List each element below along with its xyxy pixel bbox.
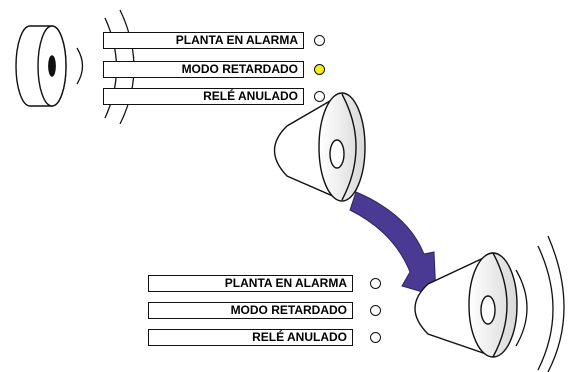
bottom-label-planta-en-alarma: PLANTA EN ALARMA <box>148 275 353 292</box>
bottom-label-rele-anulado: RELÉ ANULADO <box>148 329 353 346</box>
horn-speaker-lower-icon <box>414 252 518 358</box>
top-label-rele-anulado: RELÉ ANULADO <box>103 88 304 105</box>
top-label-modo-retardado: MODO RETARDADO <box>103 61 304 78</box>
transition-arrow <box>349 191 437 297</box>
horn-speaker-upper-icon <box>273 92 366 202</box>
bottom-led-rele-anulado <box>370 332 381 343</box>
sounder-disc-icon <box>15 25 67 107</box>
top-label-planta-en-alarma: PLANTA EN ALARMA <box>103 32 304 49</box>
top-led-planta-en-alarma <box>314 35 325 46</box>
bottom-led-modo-retardado <box>370 305 381 316</box>
bottom-led-planta-en-alarma <box>370 278 381 289</box>
top-led-modo-retardado <box>314 64 325 75</box>
sound-waves-lower-icon <box>515 235 565 372</box>
bottom-label-modo-retardado: MODO RETARDADO <box>148 302 353 319</box>
top-led-rele-anulado <box>314 91 325 102</box>
